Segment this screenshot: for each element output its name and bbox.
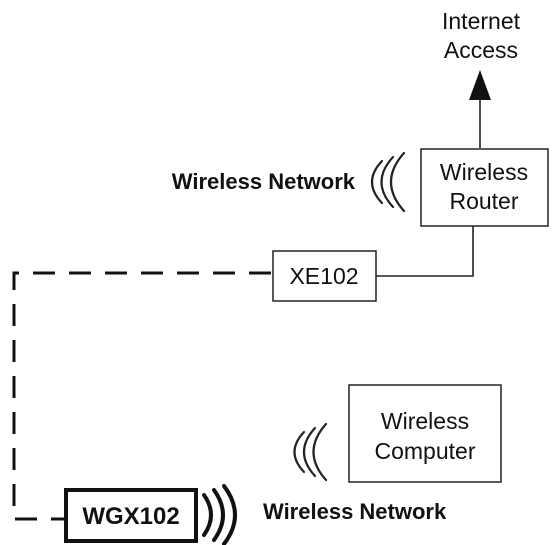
router-wireless-signal-icon — [370, 151, 406, 213]
wgx102-label: WGX102 — [82, 503, 179, 530]
wgx102-wireless-signal-icon — [202, 484, 237, 545]
wireless-router-box — [420, 148, 549, 227]
wireless-computer-label-line1: Wireless — [381, 408, 469, 434]
computer-wireless-signal-icon — [293, 422, 328, 482]
powerline-dashed-link — [12, 271, 271, 521]
internet-access-label-line1: Internet — [442, 8, 521, 34]
wireless-computer-label-line2: Computer — [375, 438, 476, 464]
internet-arrow-icon — [469, 70, 491, 100]
wireless-network-top-label: Wireless Network — [172, 169, 356, 194]
internet-access-label-line2: Access — [444, 37, 518, 63]
wireless-network-bottom-label: Wireless Network — [263, 499, 447, 524]
wireless-computer-box — [348, 384, 502, 483]
wireless-router-label-line2: Router — [449, 188, 518, 214]
xe102-box — [272, 250, 377, 302]
wgx102-box — [64, 488, 198, 543]
router-to-xe102-wire — [376, 226, 474, 277]
xe102-label: XE102 — [289, 263, 358, 289]
wireless-router-label-line1: Wireless — [440, 159, 528, 185]
